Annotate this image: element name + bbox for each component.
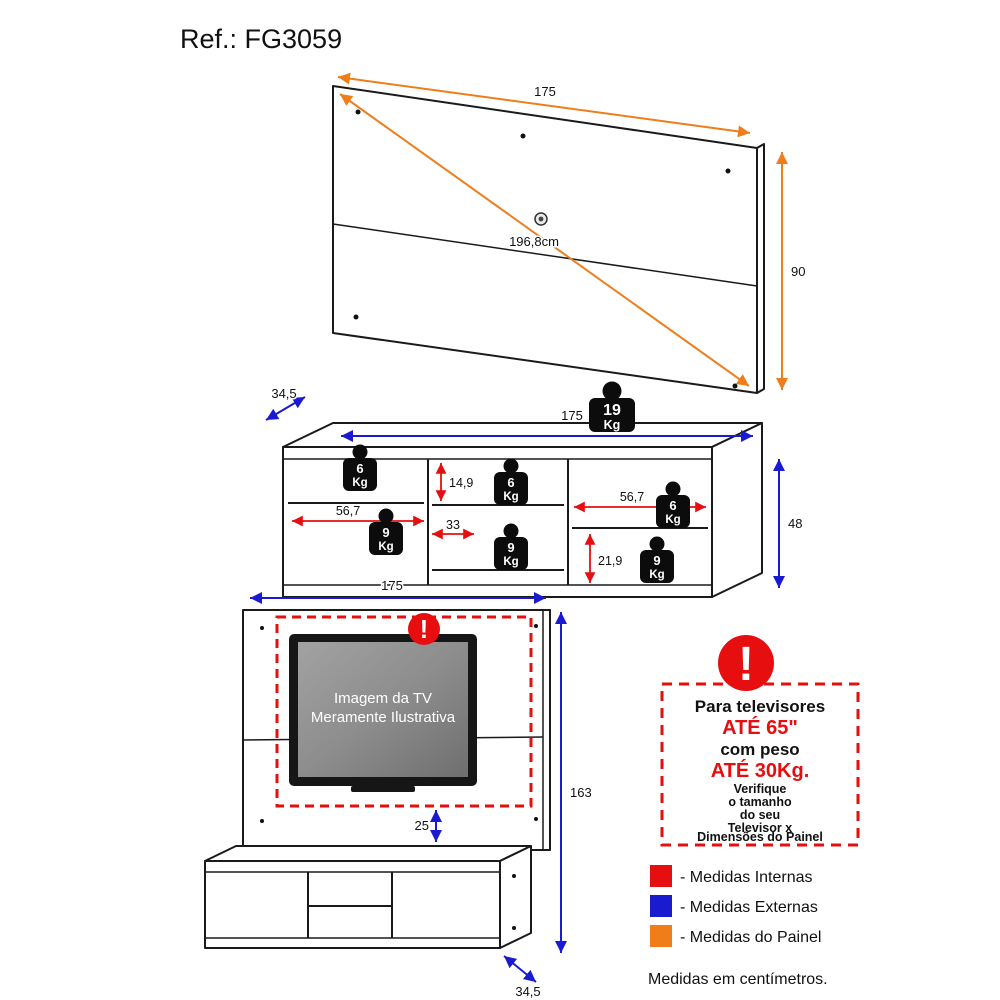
alert-exclamation: ! xyxy=(420,614,429,644)
rack-mid-width-label: 33 xyxy=(446,518,460,532)
weight-unit: Kg xyxy=(378,541,393,553)
weight-unit: Kg xyxy=(503,556,518,568)
rack-depth-label: 34,5 xyxy=(271,386,296,401)
panel-screw-hole xyxy=(520,133,526,139)
panel-diagonal-label: 196,8cm xyxy=(509,234,559,249)
panel-cable-hole-center xyxy=(538,216,544,222)
rack-height-label: 48 xyxy=(788,516,802,531)
page-title: Ref.: FG3059 xyxy=(180,24,342,54)
weight-icon-9kg: 9 Kg xyxy=(369,508,403,555)
panel-screw-hole xyxy=(353,314,359,320)
panel-screw-hole xyxy=(534,817,538,821)
panel-screw-hole xyxy=(534,624,538,628)
notice-line2: ATÉ 65" xyxy=(722,716,798,739)
rack-depth-arrow xyxy=(265,396,306,421)
weight-icon-6kg: 6 Kg xyxy=(494,458,528,505)
notice-line9: Dimensões do Painel xyxy=(697,830,823,844)
assembled-depth-arrow xyxy=(503,955,537,983)
weight-value: 9 xyxy=(507,540,514,555)
alert-icon: ! xyxy=(408,613,440,645)
stand-front-face xyxy=(204,860,501,949)
panel-screw-hole xyxy=(260,626,264,630)
weight-value: 6 xyxy=(507,475,514,490)
notice-line8: Televisor x xyxy=(728,821,792,835)
legend-units-note: Medidas em centímetros. xyxy=(648,971,828,988)
weight-value: 9 xyxy=(382,525,389,540)
rack-view: 34,5 175 48 56,7 14,9 33 56,7 21,9 19 xyxy=(265,381,804,598)
legend-blue-swatch xyxy=(650,895,672,917)
tv-base xyxy=(351,786,415,792)
weight-icon-total: 19 Kg xyxy=(589,381,635,432)
stand-screw-hole xyxy=(512,926,516,930)
alert-exclamation: ! xyxy=(738,638,754,691)
weight-total-value: 19 xyxy=(603,402,621,419)
notice-line6: o tamanho xyxy=(728,795,792,809)
weight-icon-6kg: 6 Kg xyxy=(343,444,377,491)
assembled-width-label: 175 xyxy=(381,578,403,593)
notice-line1: Para televisores xyxy=(695,697,825,716)
weight-icon-6kg: 6 Kg xyxy=(656,481,690,528)
weight-unit: Kg xyxy=(503,491,518,503)
weight-total-unit: Kg xyxy=(604,418,621,432)
panel-width-label: 175 xyxy=(534,84,556,99)
rack-right-height-label: 21,9 xyxy=(598,554,622,568)
tv-image: Imagem da TV Meramente Ilustrativa xyxy=(289,634,477,792)
assembled-view: 175 Imagem da TV Meramente Ilustrativa !… xyxy=(204,577,593,1000)
legend-externas-label: - Medidas Externas xyxy=(680,899,818,916)
assembled-depth-label: 34,5 xyxy=(515,984,540,999)
legend-painel-label: - Medidas do Painel xyxy=(680,929,821,946)
weight-value: 6 xyxy=(669,498,676,513)
notice-line4: ATÉ 30Kg. xyxy=(711,759,810,782)
assembled-height-label: 163 xyxy=(570,785,592,800)
assembled-gap-label: 25 xyxy=(415,818,429,833)
weight-unit: Kg xyxy=(352,477,367,489)
panel-screw-hole xyxy=(355,109,361,115)
legend-red-swatch xyxy=(650,865,672,887)
legend: - Medidas Internas - Medidas Externas - … xyxy=(648,865,828,988)
assembled-stand xyxy=(204,845,532,949)
wall-panel-view: 175 196,8cm 90 xyxy=(332,72,807,394)
notice-line5: Verifique xyxy=(734,782,787,796)
tv-caption-line2: Meramente Ilustrativa xyxy=(311,709,456,726)
rack-mid-height-label: 14,9 xyxy=(449,476,473,490)
tv-max-size-dashed-outline xyxy=(275,615,533,808)
stand-right-face xyxy=(499,845,532,949)
tv-caption-line1: Imagem da TV xyxy=(334,690,432,707)
legend-orange-swatch xyxy=(650,925,672,947)
panel-height-label: 90 xyxy=(791,264,805,279)
notice-dashed-border xyxy=(660,682,860,847)
weight-unit: Kg xyxy=(649,569,664,581)
tv-screen xyxy=(298,642,468,777)
weight-value: 6 xyxy=(356,461,363,476)
notice-line3: com peso xyxy=(720,740,799,759)
stand-top-face xyxy=(204,845,532,862)
rack-right-width-label: 56,7 xyxy=(620,490,644,504)
panel-edge-thickness xyxy=(756,143,765,394)
weight-value: 9 xyxy=(653,553,660,568)
notice-line7: do seu xyxy=(740,808,780,822)
rack-left-width-label: 56,7 xyxy=(336,504,360,518)
panel-screw-hole xyxy=(732,383,738,389)
rack-width-label: 175 xyxy=(561,408,583,423)
alert-icon: ! xyxy=(718,635,774,691)
rack-right-face xyxy=(711,422,763,598)
panel-screw-hole xyxy=(725,168,731,174)
weight-icon-9kg: 9 Kg xyxy=(640,536,674,583)
panel-diagonal-arrow xyxy=(339,93,750,387)
legend-internas-label: - Medidas Internas xyxy=(680,869,813,886)
weight-unit: Kg xyxy=(665,514,680,526)
weight-icon-9kg: 9 Kg xyxy=(494,523,528,570)
panel-screw-hole xyxy=(260,819,264,823)
stand-screw-hole xyxy=(512,874,516,878)
notice-box: ! Para televisores ATÉ 65" com peso ATÉ … xyxy=(660,635,860,847)
